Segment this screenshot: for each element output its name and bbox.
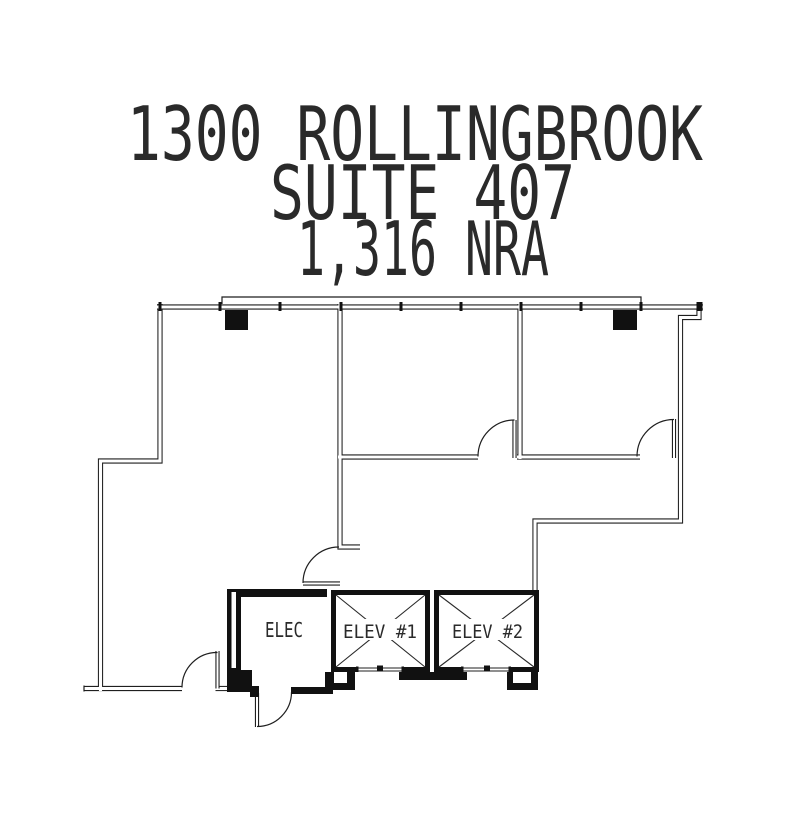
partition-wall-left-divider	[337, 304, 360, 550]
page-title-line-3: 1,316 NRA	[297, 205, 549, 293]
column-marker-left	[225, 310, 248, 330]
door-arc-room-2	[477, 419, 515, 457]
elec-room-top-wall	[227, 589, 327, 597]
elevator-core: ELEC ELEV #1 ELEV #2	[227, 589, 539, 697]
elec-room-left-wall-slot	[231, 592, 236, 668]
parapet-offset-line	[221, 296, 642, 304]
door-leaves	[215, 419, 677, 727]
page-title-line-2: SUITE 407	[270, 149, 575, 237]
room-label-elev-2: ELEV #2	[452, 621, 523, 643]
elec-room-corner-block	[227, 670, 252, 692]
elevator-2-door-center-tick	[484, 665, 490, 672]
core-bottom-wall	[291, 687, 333, 694]
exterior-wall-left	[97, 304, 163, 691]
wall-cores	[84, 304, 703, 691]
page-title-line-1: 1300 ROLLINGBROOK	[127, 90, 703, 178]
door-arc-room-3	[636, 418, 675, 457]
door-swing-arcs	[181, 418, 675, 728]
window-wall-end-tick	[696, 302, 703, 311]
title-block: 1300 ROLLINGBROOK SUITE 407 1,316 NRA	[127, 90, 703, 293]
door-arc-elec	[256, 691, 293, 728]
door-arc-lobby	[302, 546, 340, 584]
door-arc-southwest-entry	[181, 651, 218, 688]
room-label-elev-1: ELEV #1	[343, 621, 417, 643]
column-marker-right	[613, 310, 637, 330]
room-label-elec: ELEC	[265, 618, 303, 642]
window-mullion-ticks	[158, 302, 703, 311]
elec-room-step-block	[250, 686, 259, 697]
center-jamb-bar	[399, 672, 467, 680]
elevator-1-door-center-tick	[377, 665, 383, 672]
